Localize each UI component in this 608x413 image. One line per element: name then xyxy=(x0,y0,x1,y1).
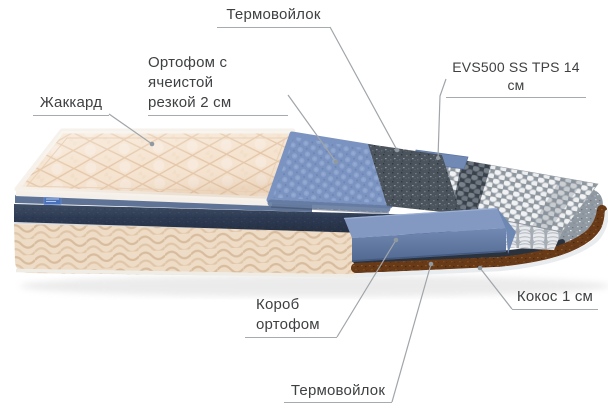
leader-thermofelt-bottom xyxy=(391,263,432,403)
label-thermofelt-top: Термовойлок xyxy=(217,5,330,28)
layer-coconut-band xyxy=(351,205,607,273)
ground-shadow xyxy=(20,275,608,297)
layer-foam-box xyxy=(343,207,516,262)
leader-coconut xyxy=(479,267,513,310)
label-jacquard: Жаккард xyxy=(33,93,109,116)
leader-thermofelt-top xyxy=(329,26,398,151)
leader-lines xyxy=(108,26,513,403)
label-coconut: Кокос 1 см xyxy=(512,288,598,310)
springs-dark-zone xyxy=(452,160,491,215)
layer-thermofelt-bottom-band xyxy=(353,239,565,264)
leader-box xyxy=(336,239,397,338)
label-springs: EVS500 SS TPS 14 см xyxy=(446,58,586,98)
leader-jacquard xyxy=(108,113,153,145)
leader-dots xyxy=(149,141,483,271)
layer-thermofelt-top xyxy=(368,144,461,214)
label-orthofoam: Ортофом с ячеистой резкой 2 см xyxy=(148,53,288,116)
layer-silver-rim xyxy=(353,209,608,278)
layer-jacquard-top xyxy=(14,128,296,202)
brand-tag xyxy=(43,196,62,205)
label-thermofelt-bottom: Термовойлок xyxy=(284,381,392,403)
leader-orthofoam xyxy=(287,94,337,163)
label-foam-box: Короб ортофом xyxy=(245,295,337,338)
leader-springs xyxy=(437,78,447,159)
